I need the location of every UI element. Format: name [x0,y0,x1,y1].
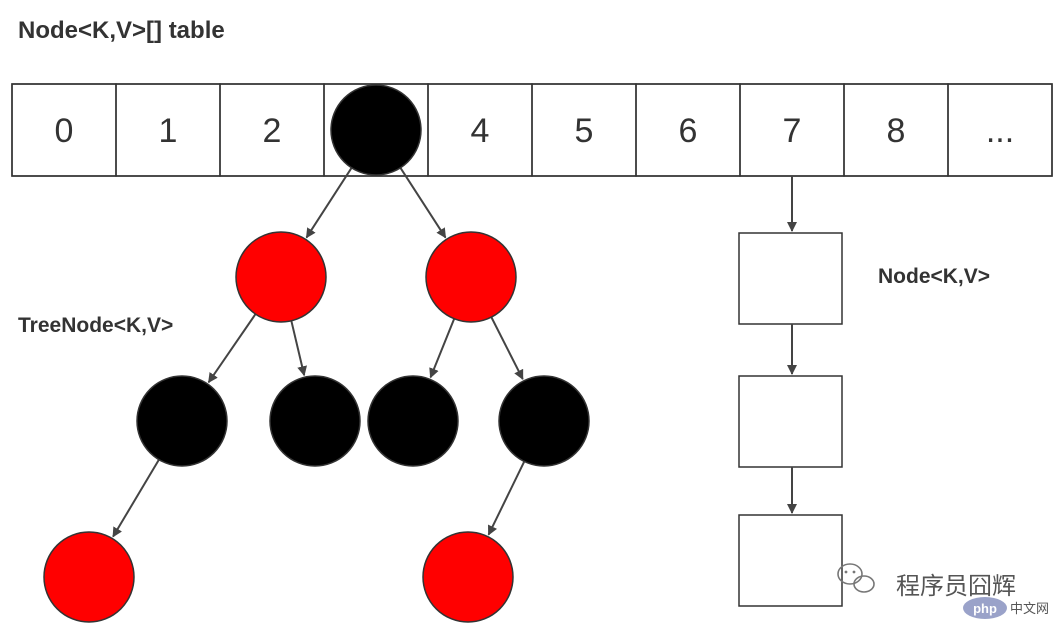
table-cell-label: 4 [471,112,490,150]
tree-edges [112,167,526,538]
black-tree-node [498,375,590,467]
table-array: 0 1 2 4 5 6 7 8... [11,83,1053,177]
table-cell-label: 8 [887,112,906,150]
table-cell [947,83,1053,177]
table-cell-label: 1 [159,112,178,150]
black-tree-node [269,375,361,467]
watermark-brand: 程序员囧辉 [896,572,1016,600]
table-cell-label: 2 [263,112,282,150]
tree-edge-arrow [305,167,353,239]
list-node-box [738,232,843,325]
black-tree-node [330,84,422,176]
treenode-label: TreeNode<K,V> [18,314,173,337]
tree-edge-arrow [490,316,524,380]
tree-edge-arrow [290,320,307,377]
black-tree-node [136,375,228,467]
watermark-suffix: 中文网 [1010,602,1049,617]
red-tree-node [422,531,514,623]
table-cell-label: ... [986,112,1014,150]
red-tree-node [43,531,135,623]
php-badge: php [963,597,1007,619]
red-tree-node [235,231,327,323]
watermark: 程序员囧辉 php 中文网 [837,563,1049,619]
table-title: Node<K,V>[] table [18,17,225,44]
list-node-box [738,514,843,607]
list-node-box [738,375,843,468]
table-cell-label: 7 [783,112,802,150]
linked-list [738,176,843,607]
node-label: Node<K,V> [878,265,990,288]
php-badge-text: php [973,601,997,616]
red-black-tree [43,84,590,623]
tree-edge-arrow [207,313,257,384]
tree-edge-arrow [487,461,526,536]
table-cell-label: 6 [679,112,698,150]
black-tree-node [367,375,459,467]
table-cell-label: 5 [575,112,594,150]
red-tree-node [425,231,517,323]
tree-edge-arrow [399,167,447,239]
tree-edge-arrow [112,459,160,538]
wechat-icon [837,563,875,593]
table-cell-label: 0 [55,112,74,150]
tree-edge-arrow [429,318,456,379]
